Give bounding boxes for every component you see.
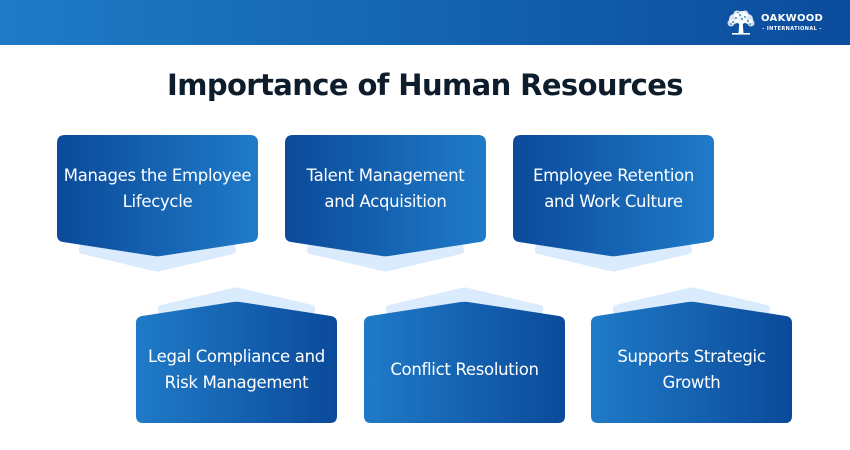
card-label: Talent Management and Acquisition [306, 165, 465, 211]
card-talent-management: Talent Management and Acquisition [285, 135, 486, 272]
card-shape [136, 287, 337, 423]
card-manages-employee-lifecycle: Manages the Employee Lifecycle [57, 135, 258, 272]
card-shape [285, 135, 486, 272]
card-shape [57, 135, 258, 272]
card-legal-compliance: Legal Compliance and Risk Management [136, 286, 337, 424]
logo-name: OAKWOOD [761, 13, 824, 24]
logo-subtitle: - INTERNATIONAL - [762, 26, 822, 32]
card-label: Conflict Resolution [390, 359, 539, 379]
card-label: Employee Retention and Work Culture [532, 165, 695, 211]
oakwood-logo[interactable]: OAKWOOD - INTERNATIONAL - [726, 8, 823, 38]
card-conflict-resolution: Conflict Resolution [364, 286, 565, 424]
card-employee-retention: Employee Retention and Work Culture [513, 135, 714, 272]
card-label: Supports Strategic Growth [617, 346, 766, 392]
logo-text: OAKWOOD - INTERNATIONAL - [761, 13, 823, 33]
card-shape [513, 135, 714, 272]
card-shape [591, 287, 792, 423]
card-label: Legal Compliance and Risk Management [148, 346, 325, 392]
tree-icon [727, 10, 755, 35]
page-title: Importance of Human Resources [167, 68, 684, 102]
header-banner: OAKWOOD - INTERNATIONAL - [0, 0, 850, 45]
card-strategic-growth: Supports Strategic Growth [591, 286, 792, 424]
card-label: Manages the Employee Lifecycle [63, 165, 252, 211]
card-shape [364, 287, 565, 423]
